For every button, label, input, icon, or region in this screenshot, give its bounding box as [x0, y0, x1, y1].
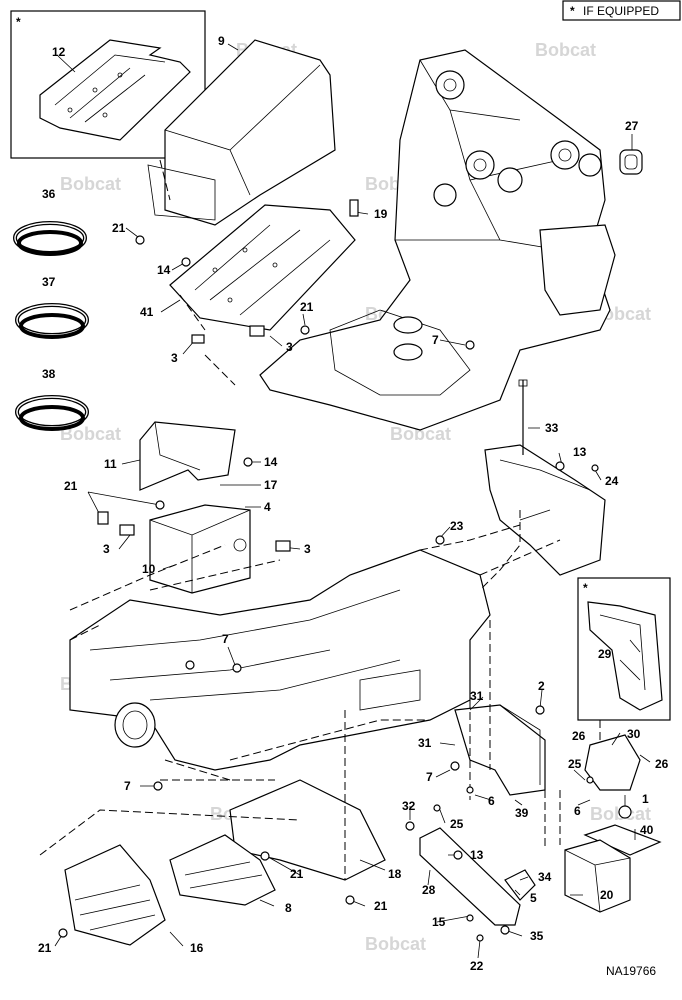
callout-35: 35: [530, 929, 544, 943]
callout-6: 6: [488, 794, 495, 808]
callout-21: 21: [112, 221, 126, 235]
callout-13: 13: [573, 445, 587, 459]
callout-17: 17: [264, 478, 278, 492]
hardware: [58, 199, 632, 942]
callout-24: 24: [605, 474, 619, 488]
part-8-step: [169, 834, 276, 906]
callout-3: 3: [171, 351, 178, 365]
legend-box: * IF EQUIPPED: [562, 0, 681, 21]
part-11-shield: [139, 421, 236, 491]
watermark: Bobcat: [390, 424, 451, 444]
callout-26: 26: [655, 757, 669, 771]
callout-25: 25: [568, 757, 582, 771]
callout-14: 14: [264, 455, 278, 469]
callout-32: 32: [402, 799, 416, 813]
callout-7: 7: [426, 770, 433, 784]
callout-34: 34: [538, 870, 552, 884]
callout-23: 23: [450, 519, 464, 533]
part-28-arm: [419, 827, 536, 926]
callout-30: 30: [627, 727, 641, 741]
watermark: Bobcat: [60, 424, 121, 444]
callout-9: 9: [218, 34, 225, 48]
callout-29: 29: [598, 647, 612, 661]
callout-3: 3: [286, 340, 293, 354]
callout-10: 10: [142, 562, 156, 576]
callout-28: 28: [422, 883, 436, 897]
part-41-plate: [169, 204, 356, 331]
leader-lines: [54, 43, 651, 959]
loader-frame-upper: [259, 49, 643, 431]
watermark: Bobcat: [365, 934, 426, 954]
legend-star: *: [570, 4, 575, 18]
callout-5: 5: [530, 891, 537, 905]
callouts: 12 9 27 36 19 21 14 37 41 21 3 3 7 38 33…: [38, 34, 669, 973]
callout-21: 21: [38, 941, 52, 955]
part-39-bracket: [454, 704, 546, 796]
bracket-assembly-33: [484, 379, 606, 576]
callout-36: 36: [42, 187, 56, 201]
callout-40: 40: [640, 823, 654, 837]
callout-7: 7: [124, 779, 131, 793]
callout-12: 12: [52, 45, 66, 59]
legend-text: IF EQUIPPED: [583, 4, 659, 18]
callout-22: 22: [470, 959, 484, 973]
watermark: Bobcat: [535, 40, 596, 60]
drawing-number: NA19766: [606, 964, 656, 978]
callout-14: 14: [157, 263, 171, 277]
callout-2: 2: [538, 679, 545, 693]
part-16-step: [64, 844, 166, 946]
inset-star: *: [583, 581, 588, 595]
part-10-battery: [149, 504, 251, 594]
callout-26: 26: [572, 729, 586, 743]
callout-13: 13: [470, 848, 484, 862]
part-9-cover: [147, 39, 336, 226]
callout-37: 37: [42, 275, 56, 289]
part-20-channel: [564, 824, 662, 913]
callout-21: 21: [374, 899, 388, 913]
callout-25: 25: [450, 817, 464, 831]
watermark: Bobcat: [60, 174, 121, 194]
callout-39: 39: [515, 806, 529, 820]
callout-21: 21: [64, 479, 78, 493]
callout-4: 4: [264, 500, 271, 514]
inset-star: *: [16, 15, 21, 29]
callout-7: 7: [432, 333, 439, 347]
callout-1: 1: [642, 792, 649, 806]
callout-6: 6: [574, 804, 581, 818]
callout-31: 31: [470, 689, 484, 703]
inset-box-bracket: *: [577, 577, 671, 721]
callout-18: 18: [388, 867, 402, 881]
callout-21: 21: [300, 300, 314, 314]
callout-16: 16: [190, 941, 204, 955]
callout-27: 27: [625, 119, 639, 133]
callout-3: 3: [304, 542, 311, 556]
callout-7: 7: [222, 632, 229, 646]
part-30-bracket: [584, 734, 641, 791]
callout-31: 31: [418, 736, 432, 750]
callout-19: 19: [374, 207, 388, 221]
callout-15: 15: [432, 915, 446, 929]
callout-3: 3: [103, 542, 110, 556]
assembly-lines: [39, 159, 601, 880]
callout-8: 8: [285, 901, 292, 915]
callout-38: 38: [42, 367, 56, 381]
hose-coils: [13, 221, 89, 431]
callout-41: 41: [140, 305, 154, 319]
callout-11: 11: [104, 457, 117, 471]
callout-20: 20: [600, 888, 614, 902]
callout-33: 33: [545, 421, 559, 435]
callout-21: 21: [290, 867, 304, 881]
